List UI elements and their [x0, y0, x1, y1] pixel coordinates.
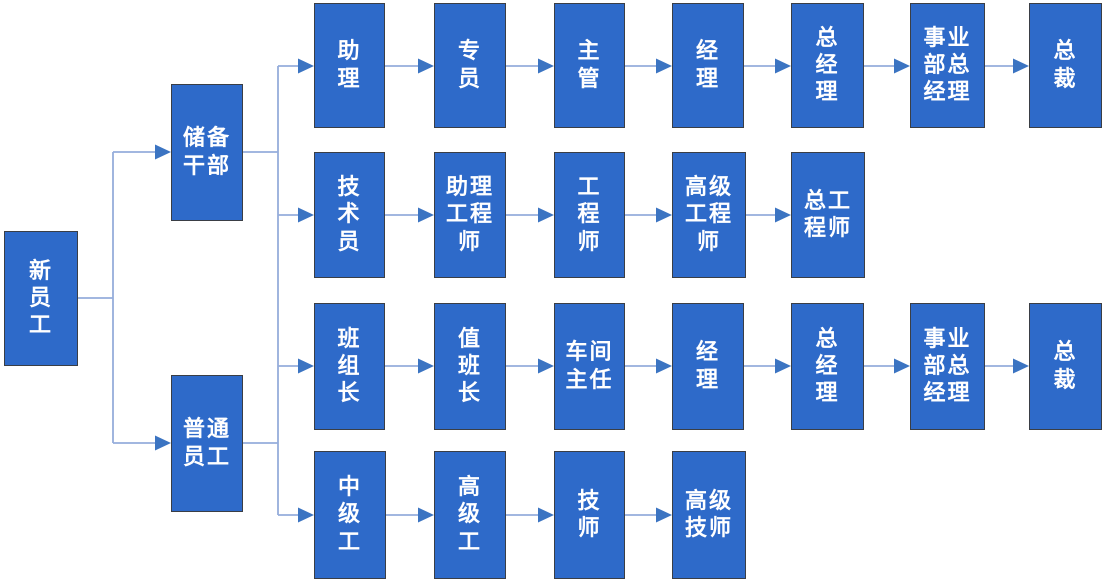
flow-node-president-1: 总 裁: [1029, 3, 1102, 128]
flow-node-technician: 技 术 员: [314, 152, 385, 278]
connector-arrowhead: [1013, 58, 1029, 74]
flow-node-engineer: 工 程 师: [554, 152, 625, 278]
connector-arrowhead: [1013, 358, 1029, 374]
flow-node-specialist: 专 员: [434, 3, 506, 128]
flow-node-manager-1: 经 理: [672, 3, 744, 128]
connector-arrowhead: [538, 207, 554, 223]
flow-node-new-employee: 新 员 工: [4, 231, 78, 366]
flow-node-general-manager-2: 总 经 理: [791, 303, 864, 430]
connector-arrowhead: [418, 207, 434, 223]
connector-arrowhead: [298, 58, 314, 74]
connector-arrowhead: [155, 435, 171, 451]
connector-arrowhead: [656, 58, 672, 74]
flow-node-senior-technician: 高级 技师: [672, 451, 746, 579]
flow-node-chief-engineer: 总工 程师: [791, 152, 865, 278]
connector-arrowhead: [418, 58, 434, 74]
connector-arrowhead: [894, 58, 910, 74]
flow-node-assistant: 助 理: [314, 3, 385, 128]
connector-arrowhead: [418, 358, 434, 374]
connector-arrowhead: [656, 507, 672, 523]
flow-node-workshop-director: 车间 主任: [554, 303, 625, 430]
connector-arrowhead: [538, 58, 554, 74]
flow-node-senior-worker: 高 级 工: [434, 451, 506, 579]
flow-node-reserve-cadre: 储备 干部: [171, 84, 243, 221]
flow-node-division-gm-1: 事业 部总 经理: [910, 3, 985, 128]
flow-node-manager-2: 经 理: [672, 303, 744, 430]
flow-node-supervisor: 主 管: [554, 3, 625, 128]
flow-node-assistant-engineer: 助理 工程 师: [434, 152, 506, 278]
flow-node-general-manager-1: 总 经 理: [791, 3, 864, 128]
connector-arrowhead: [298, 207, 314, 223]
connector-arrowhead: [298, 358, 314, 374]
flow-node-team-leader: 班 组 长: [314, 303, 385, 430]
connector-arrowhead: [775, 58, 791, 74]
connector-arrowhead: [418, 507, 434, 523]
flow-node-president-2: 总 裁: [1029, 303, 1102, 430]
flow-node-shift-leader: 值 班 长: [434, 303, 506, 430]
flow-node-technician-worker: 技 师: [554, 451, 625, 579]
flow-node-division-gm-2: 事业 部总 经理: [910, 303, 985, 430]
flow-node-regular-employee: 普通 员工: [171, 375, 243, 512]
flow-node-senior-engineer: 高级 工程 师: [672, 152, 746, 278]
connector-arrowhead: [775, 358, 791, 374]
connector-arrowhead: [894, 358, 910, 374]
connector-arrowhead: [656, 207, 672, 223]
connector-arrowhead: [155, 144, 171, 160]
flow-node-intermediate-worker: 中 级 工: [314, 451, 386, 579]
connector-arrowhead: [656, 358, 672, 374]
connector-arrowhead: [538, 507, 554, 523]
connector-arrowhead: [538, 358, 554, 374]
connector-arrowhead: [775, 207, 791, 223]
connector-arrowhead: [298, 507, 314, 523]
